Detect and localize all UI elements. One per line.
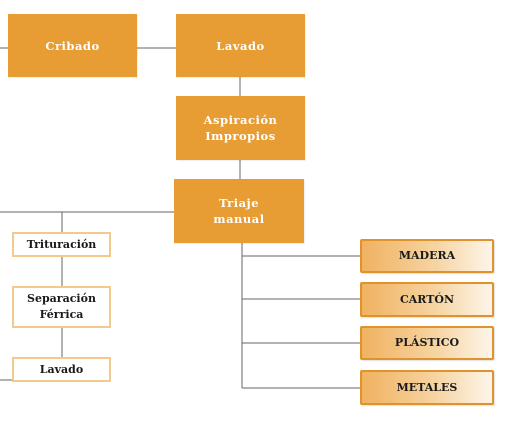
node-carton-label: CARTÓN	[399, 292, 455, 306]
node-lavado-sub-label: Lavado	[39, 362, 84, 376]
node-cribado-label: Cribado	[45, 38, 100, 53]
node-carton: CARTÓN	[360, 282, 494, 317]
node-madera: MADERA	[360, 239, 494, 273]
node-plastico-label: PLÁSTICO	[394, 336, 460, 349]
node-lavado-sub: Lavado	[12, 357, 111, 382]
node-cribado: Cribado	[8, 14, 137, 77]
node-metales: METALES	[360, 370, 494, 405]
node-triaje-label: Triaje manual	[213, 196, 265, 226]
node-separacion-label: Separación Férrica	[27, 292, 96, 321]
node-aspiracion-label: Aspiración Impropios	[203, 113, 278, 143]
node-triaje-manual: Triaje manual	[174, 179, 304, 243]
node-separacion-ferrica: Separación Férrica	[12, 286, 111, 328]
node-lavado-main: Lavado	[176, 14, 305, 77]
node-plastico: PLÁSTICO	[360, 326, 494, 360]
node-lavado-main-label: Lavado	[216, 38, 265, 53]
node-metales-label: METALES	[396, 380, 458, 394]
node-trituracion: Trituración	[12, 232, 111, 257]
node-trituracion-label: Trituración	[26, 237, 97, 251]
node-madera-label: MADERA	[398, 249, 456, 262]
node-aspiracion-impropios: Aspiración Impropios	[176, 96, 305, 160]
